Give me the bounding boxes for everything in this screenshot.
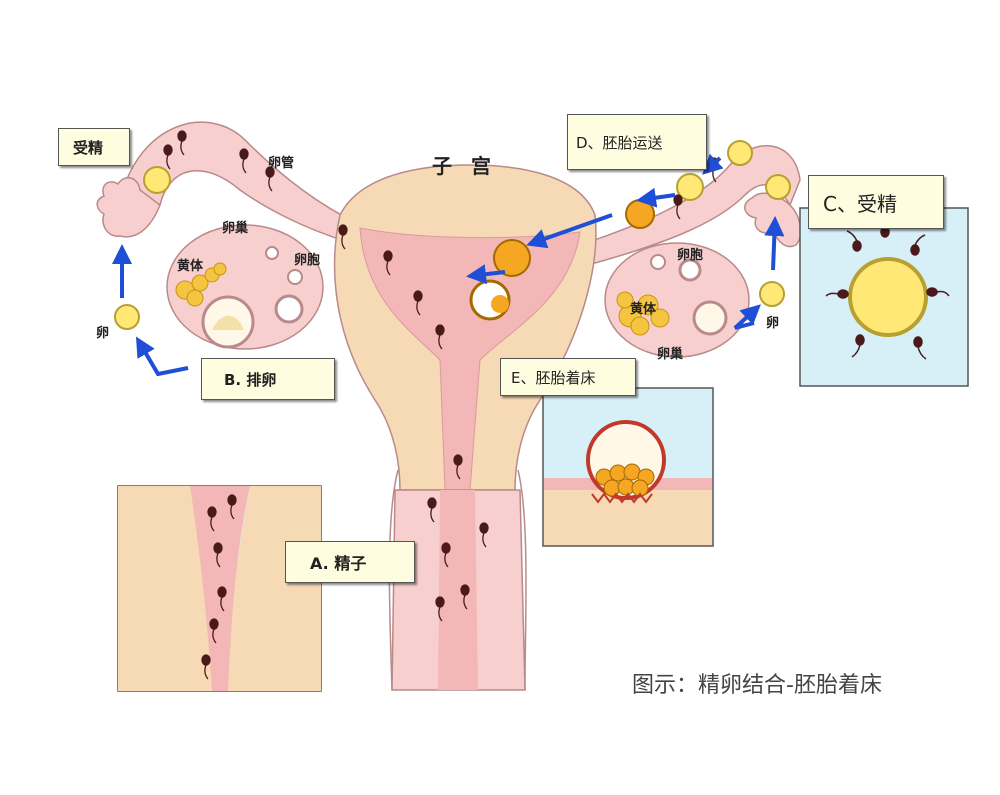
inset-implantation-panel (542, 387, 714, 547)
left-follicle-large (274, 294, 304, 324)
left-corpus-luteum (175, 262, 227, 307)
transport-box: D、胚胎运送 (567, 114, 707, 170)
right-follicle-b (678, 258, 702, 282)
left-follicle-medium (287, 269, 303, 285)
sperm-cells (163, 130, 719, 622)
left-corpus-luteum-label: 黄体 (177, 259, 204, 274)
right-corpus-luteum-label: 黄体 (630, 302, 657, 317)
left-ovary-label: 卵巢 (222, 221, 249, 236)
right-fertilized-egg (765, 174, 791, 200)
left-fimbriae (96, 177, 161, 238)
process-arrows (112, 153, 785, 377)
right-fallopian-tube (579, 145, 801, 266)
right-morula-large (493, 239, 531, 277)
fertilization-box-left: 受精 (58, 128, 130, 166)
inset-sperm-panel (117, 485, 322, 692)
inset-fertilization-panel (799, 207, 969, 387)
left-follicle-small (265, 246, 279, 260)
fertilization-box-right: C、受精 (808, 175, 944, 229)
right-zygote (727, 140, 753, 166)
vaginal-wall-right (517, 469, 527, 691)
left-egg (114, 304, 140, 330)
left-fertilized-egg (143, 166, 171, 194)
uterus-label: 子 宫 (432, 154, 497, 178)
right-follicle-label: 卵胞 (677, 248, 704, 263)
left-follicle-label: 卵胞 (294, 253, 321, 268)
right-ovary-label: 卵巢 (657, 347, 684, 362)
right-morula-small (625, 199, 655, 229)
right-corpus-luteum (616, 291, 670, 336)
implantation-box: E、胚胎着床 (500, 358, 636, 396)
sperm-box: A. 精子 (285, 541, 415, 583)
caption: 图示：精卵结合-胚胎着床 (632, 673, 882, 698)
right-egg-label: 卵 (766, 316, 780, 331)
right-egg (759, 281, 785, 307)
cervix-canal (438, 490, 478, 690)
ovulation-box: B. 排卵 (201, 358, 335, 400)
right-follicle-a (650, 254, 666, 270)
left-egg-label: 卵 (96, 326, 110, 341)
left-tube-label: 卵管 (268, 156, 295, 171)
right-ruptured-follicle (692, 300, 728, 336)
right-two-cell-embryo (676, 173, 704, 201)
